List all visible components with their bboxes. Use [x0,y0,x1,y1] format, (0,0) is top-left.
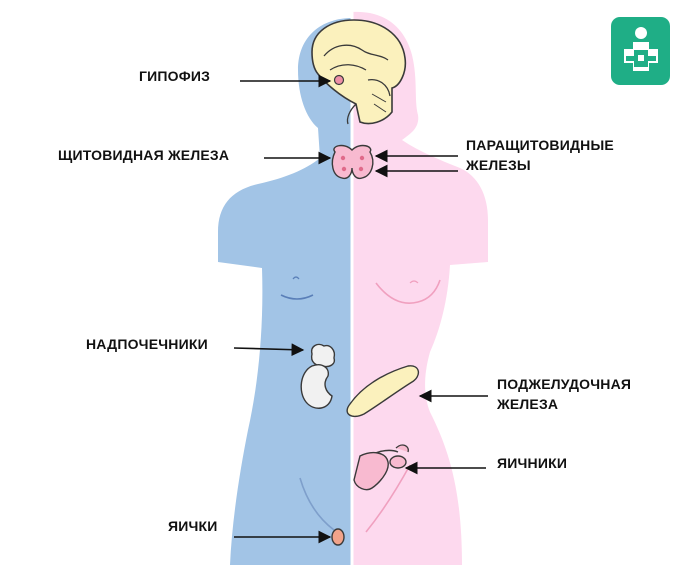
label-parathyroid-line1: ПАРАЩИТОВИДНЫЕ [466,137,614,153]
label-pancreas-line2: ЖЕЛЕЗА [497,396,559,412]
brain-illustration [311,19,407,125]
male-body-half [218,18,352,565]
medical-cross-logo-icon [619,24,663,79]
arrows [233,74,488,544]
label-adrenals: НАДПОЧЕЧНИКИ [86,336,208,352]
pancreas [346,365,419,418]
thyroid-gland [331,144,374,180]
arrow-adrenals [233,343,305,357]
label-parathyroid-line2: ЖЕЛЕЗЫ [466,157,531,173]
adrenal-kidney [300,343,336,409]
testis [331,528,345,546]
label-pancreas-line1: ПОДЖЕЛУДОЧНАЯ [497,376,632,392]
medical-logo [611,17,670,85]
label-ovaries: ЯИЧНИКИ [497,455,568,471]
label-testes: ЯИЧКИ [168,518,218,534]
label-pituitary: ГИПОФИЗ [139,68,211,84]
label-thyroid: ЩИТОВИДНАЯ ЖЕЛЕЗА [58,147,230,163]
pituitary-gland [333,74,345,86]
